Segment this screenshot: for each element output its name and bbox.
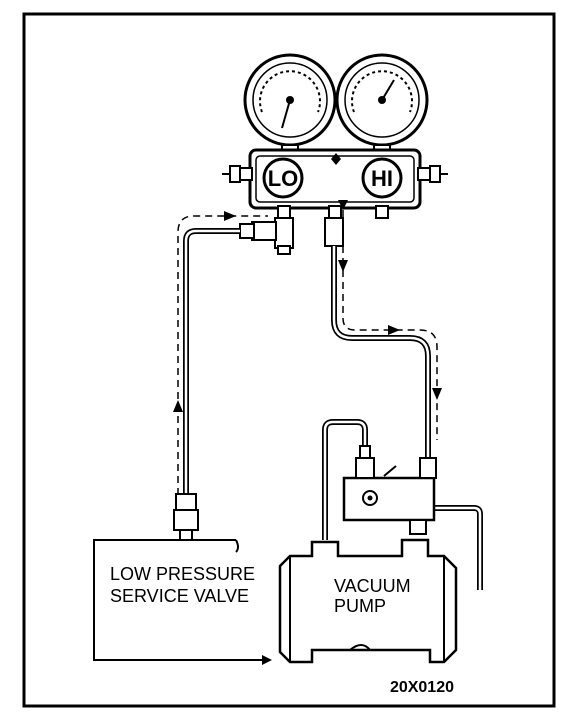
- arrow-right-icon: [224, 211, 236, 221]
- manifold-gauge-set: LO HI: [222, 53, 448, 255]
- arrow-down-icon: [432, 388, 442, 400]
- service-valve-label-line2: SERVICE VALVE: [110, 586, 249, 606]
- low-side-gauge: [243, 53, 337, 154]
- center-hose-fitting: [324, 217, 344, 247]
- pump-label-line2: PUMP: [334, 596, 386, 616]
- outer-frame: [22, 12, 556, 708]
- pump-label-line1: VACUUM: [334, 576, 411, 596]
- service-valve-label-line1: LOW PRESSURE: [110, 564, 255, 584]
- figure-code: 20X0120: [390, 679, 454, 696]
- flow-path: [177, 210, 438, 495]
- low-pressure-service-valve: LOW PRESSURE SERVICE VALVE: [93, 539, 272, 665]
- low-gauge-needle: [281, 99, 291, 129]
- arrow-down-icon: [338, 260, 348, 272]
- arrow-down-icon: [338, 200, 348, 210]
- pump-valve-block: [342, 445, 437, 535]
- flow-arrows: [173, 200, 442, 412]
- arrow-right-icon: [388, 325, 400, 335]
- service-valve-fitting: [173, 493, 199, 541]
- center-hose: [331, 246, 431, 460]
- pump-body: [278, 538, 458, 664]
- vacuum-pump: VACUUM PUMP: [278, 445, 458, 664]
- manifold-body: LO HI: [222, 148, 448, 255]
- tee-fitting: [239, 217, 294, 255]
- hi-valve-knob: [361, 157, 403, 199]
- arrow-up-icon: [173, 400, 183, 412]
- left-knob: [222, 165, 253, 183]
- lo-label: LO: [268, 166, 299, 191]
- lo-valve-knob: [262, 157, 304, 199]
- hi-label: HI: [371, 166, 393, 191]
- right-knob: [417, 165, 448, 183]
- high-side-gauge: [335, 53, 429, 154]
- low-side-hose: [183, 228, 240, 495]
- arrow-right-icon: [262, 655, 272, 665]
- hoses: [183, 228, 483, 590]
